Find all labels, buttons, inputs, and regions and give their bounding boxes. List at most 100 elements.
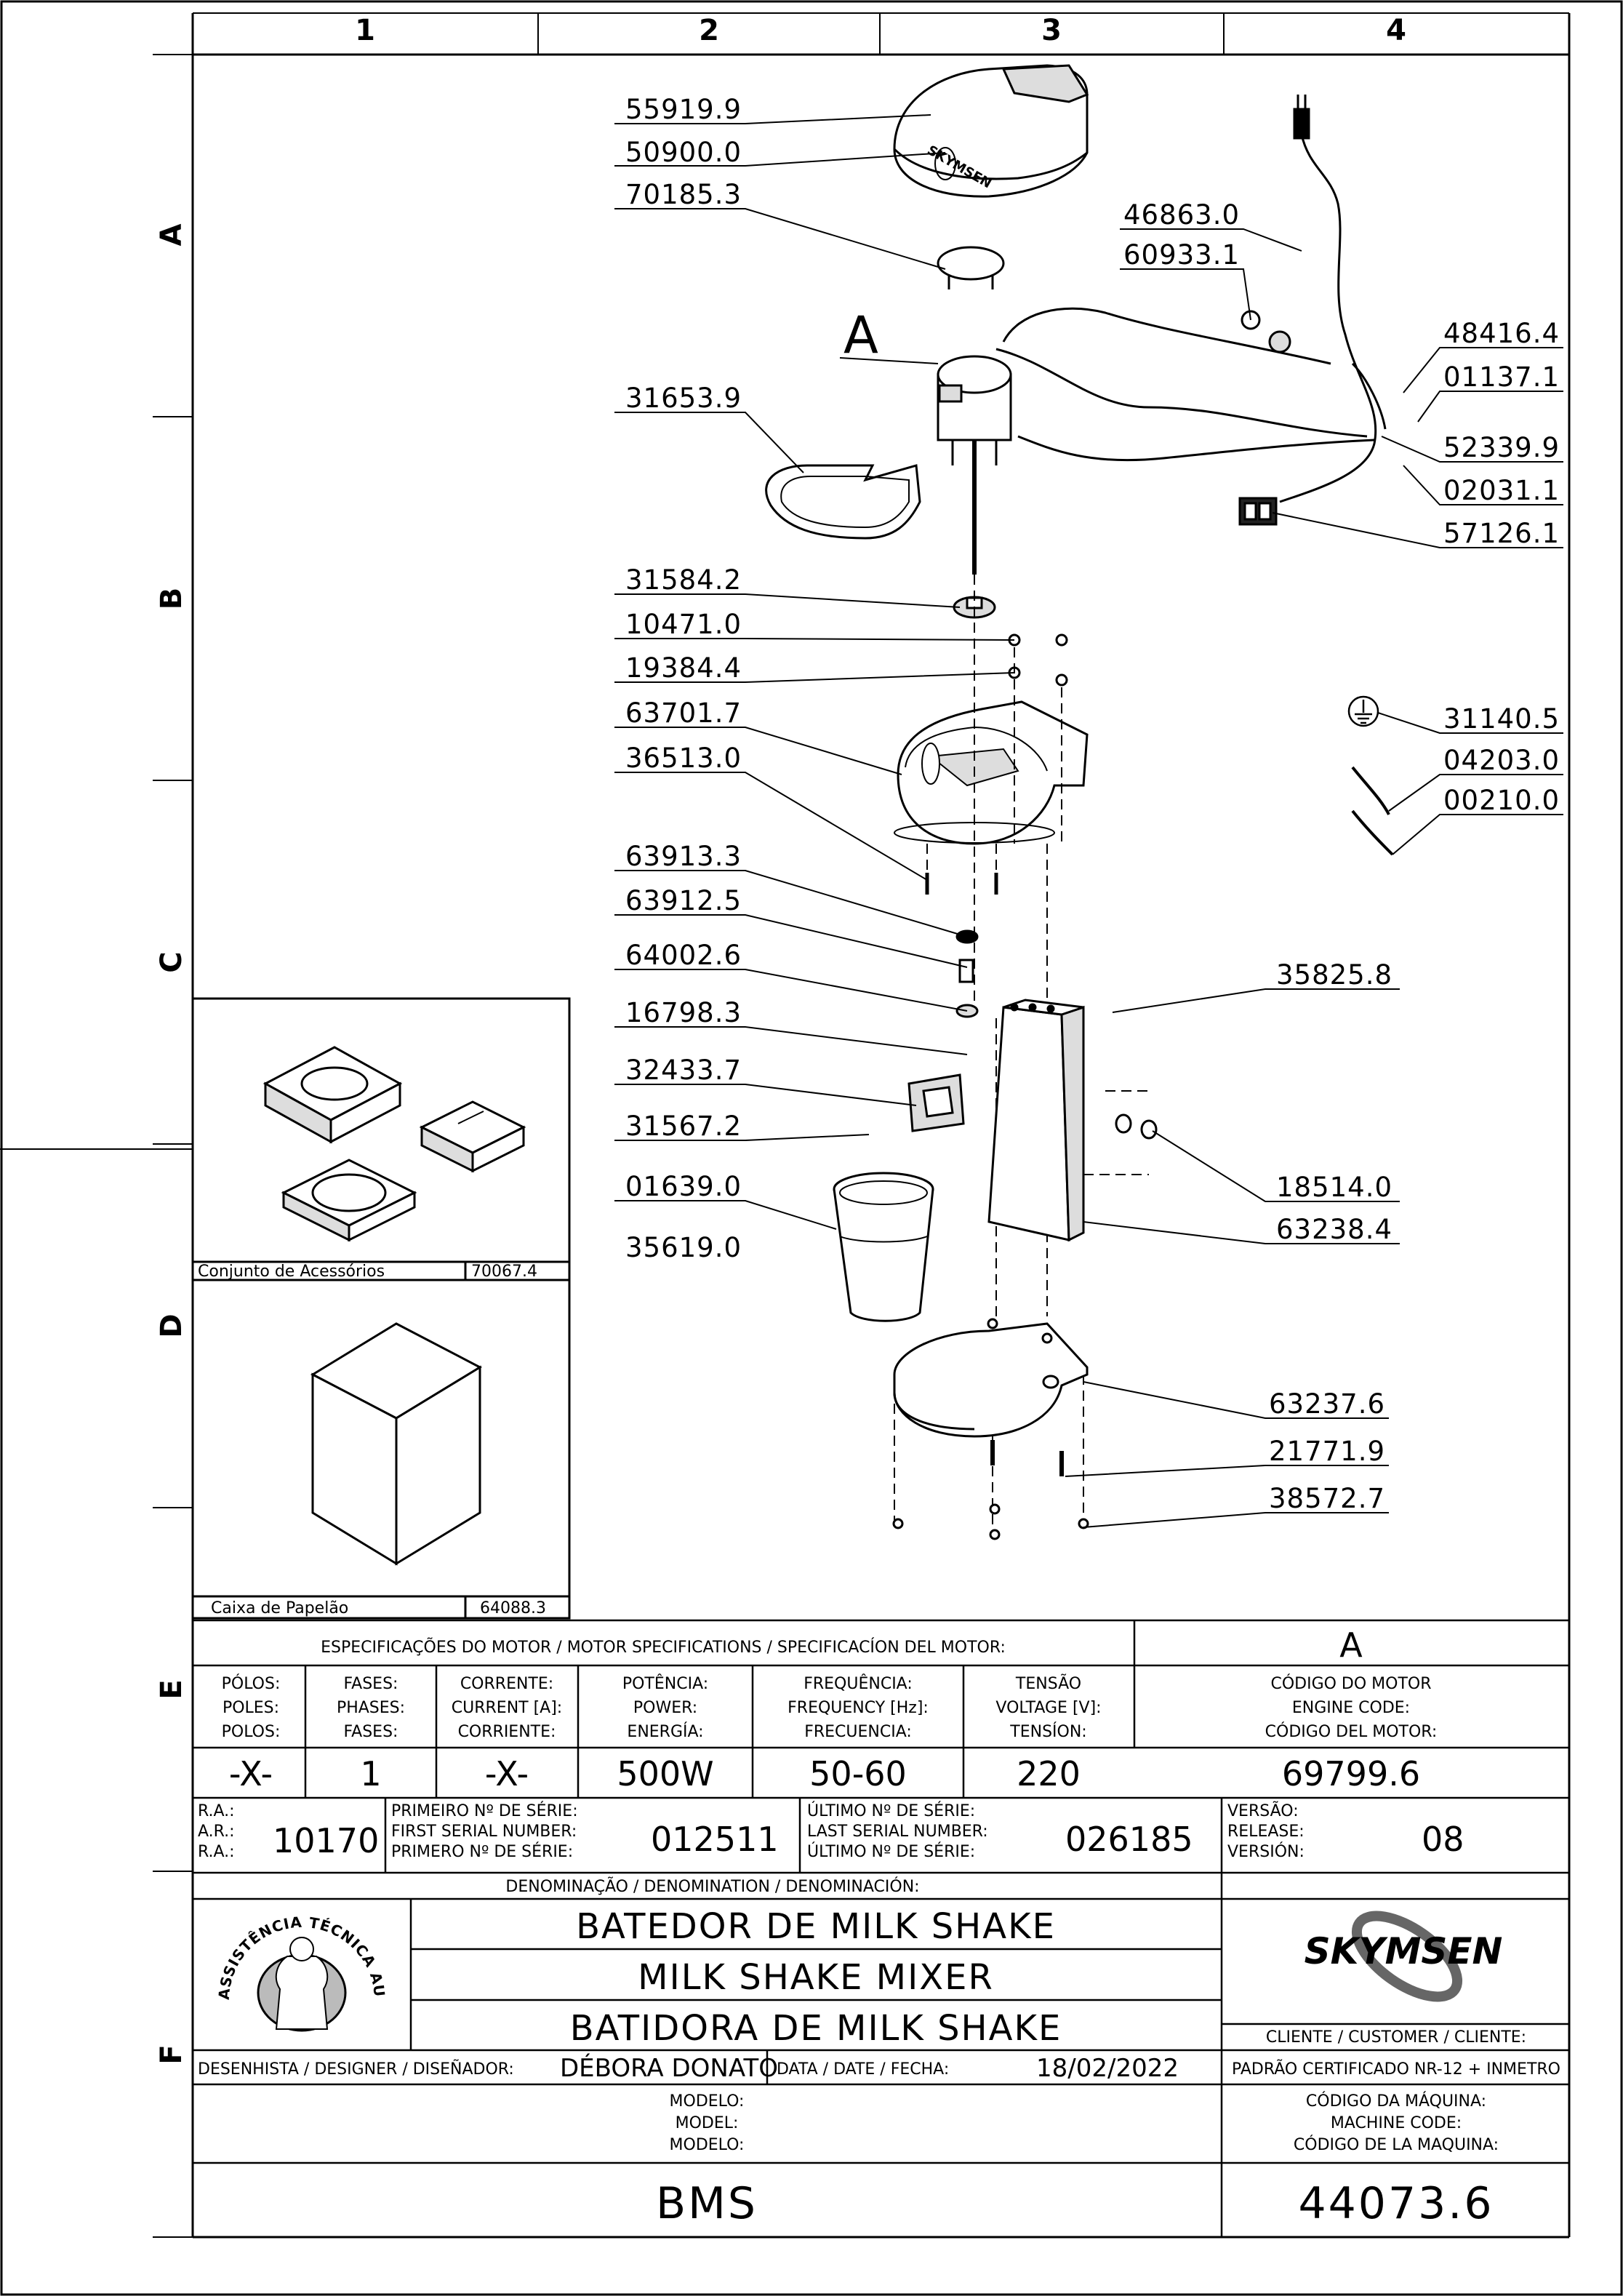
part-label: 55919.9 — [625, 94, 742, 125]
header-poles-en: POLES: — [223, 1699, 279, 1717]
part-label: 64002.6 — [625, 940, 742, 971]
header-frequency-pt: FREQUÊNCIA: — [804, 1674, 913, 1693]
motor-marker: A — [843, 305, 878, 365]
column-body-illustration — [987, 999, 1085, 1242]
header-phases-pt: FASES: — [344, 1675, 398, 1693]
box-label: Caixa de Papelão — [211, 1599, 348, 1617]
model-label-en: MODEL: — [676, 2114, 739, 2132]
box-code: 64088.3 — [480, 1599, 546, 1617]
switch-bracket-illustration — [907, 1073, 965, 1132]
value-voltage: 220 — [1017, 1754, 1081, 1793]
part-label: 50900.0 — [625, 137, 742, 168]
header-frequency-en: FREQUENCY [Hz]: — [788, 1699, 929, 1717]
title-block-grid — [193, 1619, 1569, 2237]
header-power-en: POWER: — [633, 1699, 697, 1717]
accessories-code: 70067.4 — [471, 1263, 537, 1281]
part-label: 00210.0 — [1443, 785, 1560, 816]
designer-value: DÉBORA DONATO — [560, 2053, 778, 2083]
version-label-es: VERSIÓN: — [1227, 1842, 1305, 1861]
row-label-b: B — [155, 588, 188, 610]
header-engine-code-en: ENGINE CODE: — [1292, 1699, 1410, 1717]
first-serial-label-pt: PRIMEIRO Nº DE SÉRIE: — [391, 1801, 578, 1820]
base-illustration — [893, 1318, 1089, 1438]
motor-spec-headers: PÓLOS: POLES: POLOS: FASES: PHASES: FASE… — [222, 1673, 1438, 1741]
row-label-c: C — [155, 951, 188, 972]
part-label: 02031.1 — [1443, 475, 1560, 506]
header-poles-pt: PÓLOS: — [222, 1674, 281, 1693]
model-label-pt: MODELO: — [670, 2092, 745, 2111]
part-label: 57126.1 — [1443, 518, 1560, 549]
row-label-e: E — [155, 1679, 188, 1699]
part-label: 19384.4 — [625, 652, 742, 684]
part-label: 01137.1 — [1443, 361, 1560, 393]
part-label: 10471.0 — [625, 609, 742, 640]
date-value: 18/02/2022 — [1036, 2054, 1179, 2083]
part-label: 63913.3 — [625, 841, 742, 872]
part-label: 48416.4 — [1443, 318, 1560, 349]
cable-tie-illustrations — [1351, 766, 1394, 856]
leader-lines — [614, 114, 1563, 1528]
mixing-cup-illustration — [833, 1172, 934, 1322]
ra-label-1: R.A.: — [198, 1802, 235, 1820]
part-label: 63238.4 — [1276, 1214, 1392, 1245]
part-number-labels: 55919.9 50900.0 70185.3 31653.9 31584.2 … — [625, 94, 1560, 1514]
power-cord-illustration — [995, 95, 1387, 503]
column-label-1: 1 — [355, 14, 375, 47]
machine-code-value: 44073.6 — [1298, 2178, 1494, 2229]
model-labels: MODELO: MODEL: MODELO: CÓDIGO DA MÁQUINA… — [670, 2092, 1499, 2154]
part-label: 38572.7 — [1269, 1483, 1385, 1514]
washer-illustrations — [1008, 633, 1068, 687]
top-cover-illustration: SKYMSEN — [893, 64, 1089, 198]
motor-illustration — [937, 355, 1012, 575]
last-serial-label-pt: ÚLTIMO Nº DE SÉRIE: — [807, 1801, 975, 1820]
value-power: 500W — [617, 1754, 713, 1793]
header-power-pt: POTÊNCIA: — [622, 1674, 708, 1693]
ground-symbol-icon — [1347, 695, 1379, 727]
header-poles-es: POLOS: — [222, 1723, 281, 1741]
part-label: 63701.7 — [625, 697, 742, 729]
serial-row: R.A.: A.R.: R.A.: 10170 PRIMEIRO Nº DE S… — [198, 1801, 1464, 1861]
designer-label: DESENHISTA / DESIGNER / DISEÑADOR: — [198, 2059, 514, 2079]
cap-disk-illustration — [937, 246, 1005, 289]
box-inset — [191, 1279, 571, 1620]
seal-text: ASSISTÊNCIA TÉCNICA AUTORIZADA — [0, 0, 388, 2001]
part-illustrations: SKYMSEN — [765, 64, 1394, 1540]
value-phases: 1 — [360, 1754, 381, 1793]
ra-label-3: R.A.: — [198, 1843, 235, 1861]
motor-letter: A — [1339, 1625, 1363, 1665]
accessories-inset — [191, 997, 571, 1281]
version-label-en: RELEASE: — [1227, 1823, 1305, 1841]
part-label: 32433.7 — [625, 1055, 742, 1086]
part-label: 31140.5 — [1443, 703, 1560, 735]
standard-text: PADRÃO CERTIFICADO NR-12 + INMETRO — [1232, 2059, 1560, 2079]
part-label: 52339.9 — [1443, 432, 1560, 463]
version-value: 08 — [1422, 1820, 1464, 1859]
part-label: 16798.3 — [625, 997, 742, 1028]
authorized-service-seal: ASSISTÊNCIA TÉCNICA AUTORIZADA — [0, 0, 388, 2032]
name-es: BATIDORA DE MILK SHAKE — [570, 2008, 1062, 2049]
column-label-3: 3 — [1041, 14, 1062, 47]
header-voltage-es: TENSÍON: — [1009, 1722, 1086, 1741]
header-current-en: CURRENT [A]: — [452, 1699, 562, 1717]
last-serial-label-es: ÚLTIMO Nº DE SÉRIE: — [807, 1842, 975, 1861]
first-serial-label-es: PRIMERO Nº DE SÉRIE: — [391, 1842, 573, 1861]
part-label: 21771.9 — [1269, 1436, 1385, 1467]
name-pt: BATEDOR DE MILK SHAKE — [576, 1906, 1056, 1947]
value-current: -X- — [485, 1754, 529, 1793]
part-label: 63912.5 — [625, 885, 742, 916]
part-label: 63237.6 — [1269, 1388, 1385, 1420]
switch-illustration — [1238, 497, 1278, 526]
row-label-d: D — [155, 1313, 188, 1337]
header-power-es: ENERGÍA: — [627, 1722, 703, 1741]
part-label: 46863.0 — [1123, 199, 1240, 231]
header-phases-en: PHASES: — [337, 1699, 405, 1717]
skymsen-logo: SKYMSEN — [1305, 1911, 1502, 2002]
row-label-f: F — [155, 2044, 188, 2064]
first-serial-label-en: FIRST SERIAL NUMBER: — [391, 1823, 577, 1841]
svg-text:ASSISTÊNCIA TÉCNICA AUTORIZADA: ASSISTÊNCIA TÉCNICA AUTORIZADA — [0, 0, 388, 2001]
header-voltage-pt: TENSÃO — [1015, 1673, 1081, 1693]
value-frequency: 50-60 — [809, 1754, 907, 1793]
denomination-header: DENOMINAÇÃO / DENOMINATION / DENOMINACIÓ… — [505, 1876, 919, 1896]
